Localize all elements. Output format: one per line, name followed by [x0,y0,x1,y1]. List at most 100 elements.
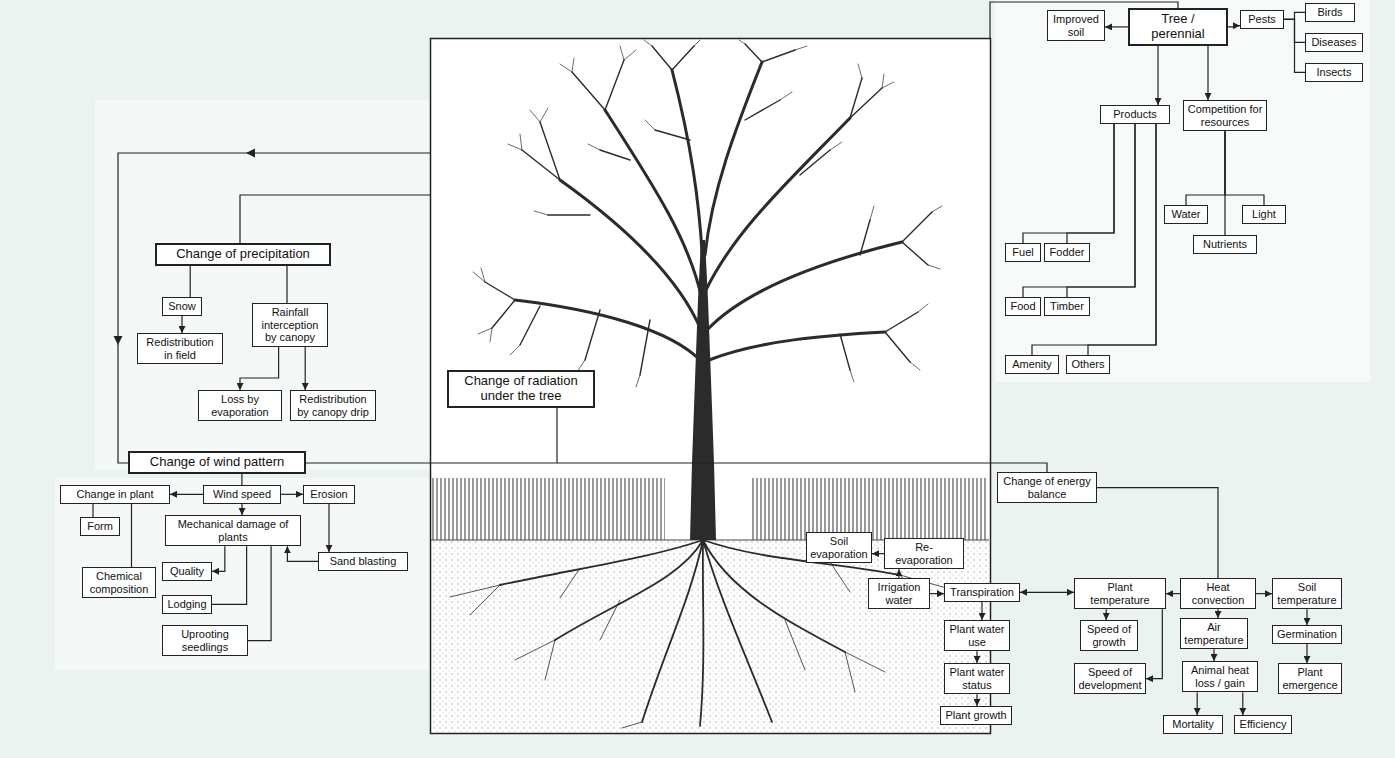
box-label: Germination [1276,628,1338,641]
box-label: Loss by evaporation [202,393,278,418]
process-box: Insects [1305,63,1363,82]
tree-twigs [473,40,942,387]
connector-arrow [328,504,329,552]
process-box: Lodging [162,595,212,614]
box-label: Soil temperature [1276,581,1338,606]
box-label: Plant water use [948,623,1006,648]
box-label: Re-evaporation [888,541,960,566]
box-label: Air temperature [1184,621,1244,646]
process-box: Plant temperature [1074,578,1166,609]
process-box: Mechanical damage of plants [165,515,301,546]
heading-box: Change of radiation under the tree [447,370,595,408]
connector-arrow [241,504,242,515]
connector-arrow [1284,12,1305,19]
connector-arrow [1284,19,1305,72]
connector-arrow [1067,124,1135,297]
connector-arrow [1166,593,1180,594]
box-label: Rainfall interception by canopy [256,306,324,344]
box-label: Products [1104,108,1166,121]
box-label: Fuel [1009,246,1037,259]
connector-arrow [1097,488,1218,578]
box-label: Food [1009,300,1037,313]
connector-arrow [286,266,287,303]
box-label: Tree / perennial [1133,12,1223,42]
process-box: Plant water use [944,620,1010,651]
connector-arrow [1256,593,1272,594]
group-panel [95,100,430,470]
connector-arrow [241,474,242,485]
process-box: Plant water status [944,663,1010,694]
box-label: Chemical composition [86,570,152,595]
connector-arrow [190,266,191,297]
crop-row [752,478,988,540]
process-box: Uprooting seedlings [162,625,248,656]
connector-arrow [212,546,225,571]
process-box: Redistribution in field [137,333,223,364]
process-box: Diseases [1305,33,1363,52]
box-label: Nutrients [1197,238,1253,251]
process-box: Light [1242,205,1286,224]
box-label: Snow [166,300,198,313]
box-label: Animal heat loss / gain [1186,664,1254,689]
connector-arrow [240,347,279,390]
process-box: Re-evaporation [884,538,964,569]
connector-arrow [1306,609,1307,625]
process-box: Irrigation water [868,578,930,609]
box-label: Wind speed [207,488,277,501]
box-label: Plant water status [948,666,1006,691]
box-label: Diseases [1309,36,1359,49]
tree-roots [500,540,900,726]
connector-arrow [212,546,247,604]
process-box: Plant growth [940,706,1012,725]
connector-arrow [287,546,318,561]
box-label: Redistribution by canopy drip [294,393,372,418]
box-label: Form [84,520,116,533]
connector-arrow [1186,131,1225,205]
connector-arrow [1225,131,1264,205]
process-box: Air temperature [1180,618,1248,649]
box-label: Efficiency [1238,718,1288,731]
process-box: Mortality [1163,715,1223,734]
process-box: Timber [1044,297,1090,316]
process-box: Fodder [1044,243,1090,262]
box-label: Soil evaporation [810,535,868,560]
group-panel [55,478,430,670]
connector-arrow [1306,644,1307,663]
connector-arrow [981,602,982,620]
connector-arrow [1242,692,1243,715]
process-box: Animal heat loss / gain [1182,661,1258,692]
box-label: Lodging [166,598,208,611]
process-box: Form [80,517,120,536]
process-box: Food [1005,297,1041,316]
connector-arrow [305,347,306,390]
process-box: Chemical composition [82,567,156,598]
process-box: Nutrients [1193,235,1257,254]
box-label: Mortality [1167,718,1219,731]
process-box: Competition for resources [1183,100,1267,131]
process-box: Transpiration [944,583,1020,602]
connector-arrow [1213,649,1214,661]
heading-box: Change of wind pattern [128,451,306,474]
connector-arrow [1023,124,1114,243]
connector-arrow [1088,124,1156,355]
heading-box: Tree / perennial [1128,8,1228,46]
box-label: Plant growth [944,709,1008,722]
connector-arrow [898,569,899,578]
connector-arrow [1228,26,1240,27]
box-label: Change of wind pattern [133,455,301,470]
connector-arrow [1105,26,1128,27]
box-label: Irrigation water [872,581,926,606]
box-label: Competition for resources [1187,103,1263,128]
connector-arrow [281,494,303,495]
flow-line [240,195,430,243]
box-label: Water [1168,208,1204,221]
box-label: Pests [1244,13,1280,26]
connector-arrow [131,504,132,567]
group-panel [995,0,1370,382]
tree-trunk [690,240,716,540]
process-box: Snow [162,297,202,316]
connector-arrow [976,651,977,663]
process-box: Erosion [303,485,355,504]
arrow-head [114,336,123,345]
process-box: Products [1100,105,1170,124]
